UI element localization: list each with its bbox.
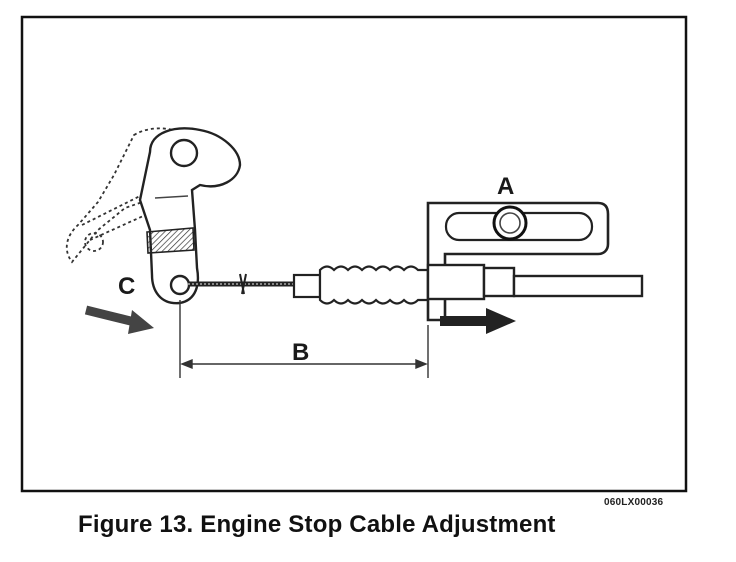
- motion-arrow-curved: [84, 305, 154, 334]
- label-b: B: [292, 339, 309, 366]
- cable-bracket: [426, 201, 610, 322]
- diagram-border: [20, 15, 688, 493]
- figure-code: 060LX00036: [604, 497, 664, 508]
- bracket-clamp-nut: [492, 205, 528, 241]
- cable-housing: [426, 263, 644, 301]
- motion-arrow-right: [440, 308, 516, 334]
- inner-cable-wire: [188, 273, 298, 295]
- figure-caption: Figure 13. Engine Stop Cable Adjustment: [78, 511, 556, 538]
- cable-attachment-hole: [169, 274, 191, 296]
- dimension-b: [179, 300, 429, 378]
- throttle-lever: [138, 127, 242, 305]
- label-a: A: [497, 173, 514, 200]
- cable-boot: [292, 265, 432, 305]
- lever-upper-hole: [169, 138, 199, 168]
- label-c: C: [118, 273, 135, 300]
